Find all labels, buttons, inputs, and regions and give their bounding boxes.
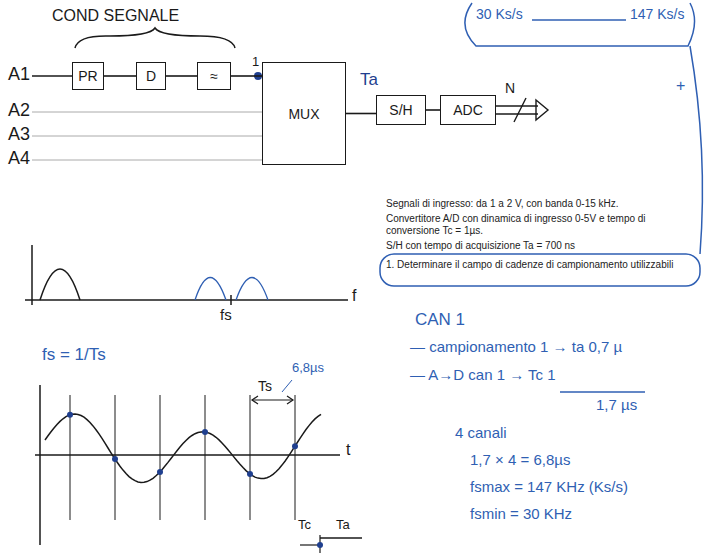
handwritten-label: t [346, 440, 350, 459]
sketch-stroke [317, 542, 323, 548]
sketch-stroke [67, 412, 298, 477]
sketch-stroke [160, 395, 161, 520]
signal-wire [104, 75, 136, 77]
sketch-stroke [205, 395, 206, 520]
sketch-stroke [75, 28, 235, 48]
handwritten-label: + [676, 76, 685, 95]
sketch-stroke [230, 295, 232, 305]
handwritten-label: fsmin = 30 KHz [470, 505, 572, 523]
block-label: PR [78, 68, 97, 84]
handwritten-label: f [352, 286, 356, 305]
handwritten-label: — campionamento 1 → ta 0,7 µ [410, 338, 622, 356]
handwritten-label: 147 Ks/s [630, 6, 684, 23]
block-box: MUX [262, 62, 346, 165]
sketch-stroke [320, 537, 362, 539]
sketch-stroke [40, 269, 80, 300]
handwritten-label: 1,7 µs [596, 396, 637, 414]
signal-wire [346, 113, 376, 115]
sketch-stroke [295, 395, 296, 520]
sketch-stroke [292, 443, 298, 449]
block-box: ADC [440, 95, 496, 125]
handwritten-label: fs = 1/Ts [42, 345, 106, 365]
sketch-stroke [39, 385, 41, 545]
handwritten-label: 1,7 × 4 = 6,8µs [470, 451, 570, 469]
handwritten-label: 4 canali [455, 424, 507, 442]
sketch-stroke [236, 278, 268, 301]
sketch-stroke [70, 395, 295, 520]
handwritten-label: CAN 1 [415, 310, 465, 330]
note-text: 1. Determinare il campo di cadenze di ca… [386, 259, 686, 271]
sketch-stroke [536, 100, 548, 120]
sketch-stroke [25, 299, 348, 301]
sketch-stroke [31, 245, 33, 305]
signal-wire [426, 109, 440, 111]
handwritten-label: 30 Ks/s [476, 6, 523, 23]
sketch-stroke [496, 105, 538, 106]
sketch-stroke [690, 46, 702, 254]
handwritten-label: fsmax = 147 KHz (Ks/s) [470, 478, 628, 496]
block-box: D [136, 62, 166, 90]
handwritten-label: — A→D can 1 → Tc 1 [410, 366, 556, 384]
sketch-stroke [532, 19, 626, 21]
sketch-stroke [252, 396, 258, 404]
sketch-stroke [465, 3, 695, 46]
sketch-stroke [32, 136, 262, 137]
block-label: D [146, 68, 156, 84]
sketch-stroke [32, 112, 262, 113]
handwritten-label: fs [220, 306, 232, 324]
sketch-stroke [287, 396, 293, 404]
sketch-stroke [35, 454, 340, 456]
sketch-stroke [112, 456, 118, 462]
handwritten-label: A3 [8, 124, 30, 146]
block-box: S/H [376, 95, 426, 125]
signal-wire [231, 75, 262, 77]
sketch-stroke [195, 278, 226, 301]
sketch-stroke [380, 254, 700, 286]
note-text: Segnali di ingresso: da 1 a 2 V, con ban… [386, 198, 686, 210]
sketch-stroke [202, 429, 208, 435]
handwritten-label: Ts [258, 378, 272, 395]
block-box: ≈ [197, 62, 231, 90]
handwritten-label: COND SEGNALE [52, 6, 179, 25]
block-box: PR [72, 62, 104, 90]
sketch-stroke [560, 391, 645, 392]
note-text: Convertitore A/D con dinamica di ingress… [386, 213, 686, 237]
sketch-stroke [252, 399, 293, 400]
sketch-stroke [514, 98, 526, 122]
handwritten-label: A4 [8, 148, 30, 170]
sketch-stroke [282, 380, 292, 392]
handwritten-label: N [505, 80, 515, 97]
handwritten-label: Tc [298, 517, 311, 533]
block-label: ADC [453, 102, 483, 118]
sketch-stroke [67, 412, 73, 418]
handwritten-label: A1 [8, 64, 30, 86]
handwritten-label: 1 [252, 54, 259, 70]
note-text: S/H con tempo di acquisizione Ta = 700 n… [386, 240, 686, 252]
signal-wire [166, 75, 197, 77]
handwritten-label: Ta [336, 517, 350, 533]
handwritten-label: 6,8µs [292, 360, 324, 376]
block-label: ≈ [210, 68, 218, 84]
sketch-stroke [45, 414, 321, 482]
block-label: MUX [288, 106, 319, 122]
sketch-stroke [247, 471, 253, 477]
sketch-stroke [250, 395, 251, 520]
block-label: S/H [389, 102, 412, 118]
sketch-stroke [32, 160, 262, 161]
handwritten-label: A2 [8, 100, 30, 122]
sketch-stroke [32, 75, 72, 77]
handwritten-label: Ta [360, 70, 378, 90]
sketch-stroke [157, 469, 163, 475]
